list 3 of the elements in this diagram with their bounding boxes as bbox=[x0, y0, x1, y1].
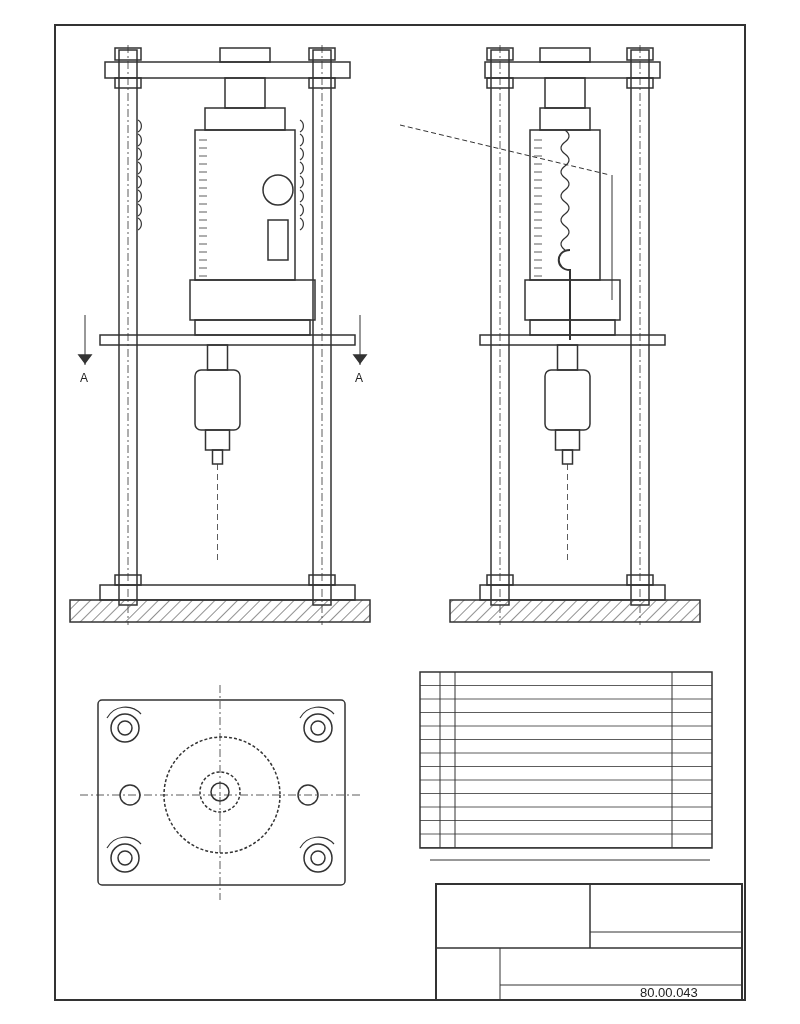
drawing-number: 80.00.043 bbox=[640, 986, 698, 999]
section-letter: A bbox=[80, 372, 88, 384]
section-letter: A bbox=[355, 372, 363, 384]
